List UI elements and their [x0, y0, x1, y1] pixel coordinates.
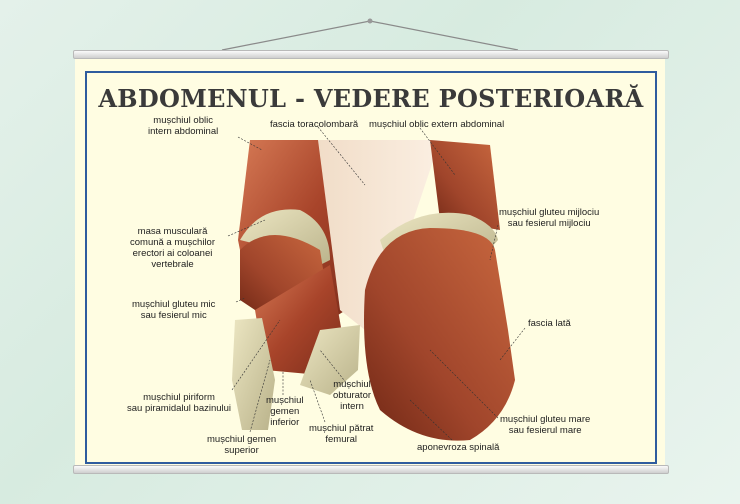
hanging-hook-icon — [367, 18, 373, 24]
label-oblic-extern: mușchiul oblic extern abdominal — [369, 119, 505, 130]
gluteus-maximus — [364, 228, 515, 441]
thoracolumbar-fascia — [318, 140, 440, 330]
bottom-rail — [73, 465, 669, 474]
label-fascia-toracolombara: fascia toracolombară — [270, 119, 359, 130]
top-rail — [73, 50, 669, 59]
ischium — [300, 325, 360, 395]
label-aponevroza: aponevroza spinală — [417, 442, 500, 453]
poster-frame — [85, 71, 657, 464]
leader-lines — [227, 126, 526, 441]
poster-title: ABDOMENUL - VEDERE POSTERIOARĂ — [98, 84, 644, 113]
femur — [232, 318, 275, 430]
label-fascia-lata: fascia lată — [528, 318, 571, 329]
right-oblique — [430, 140, 500, 230]
